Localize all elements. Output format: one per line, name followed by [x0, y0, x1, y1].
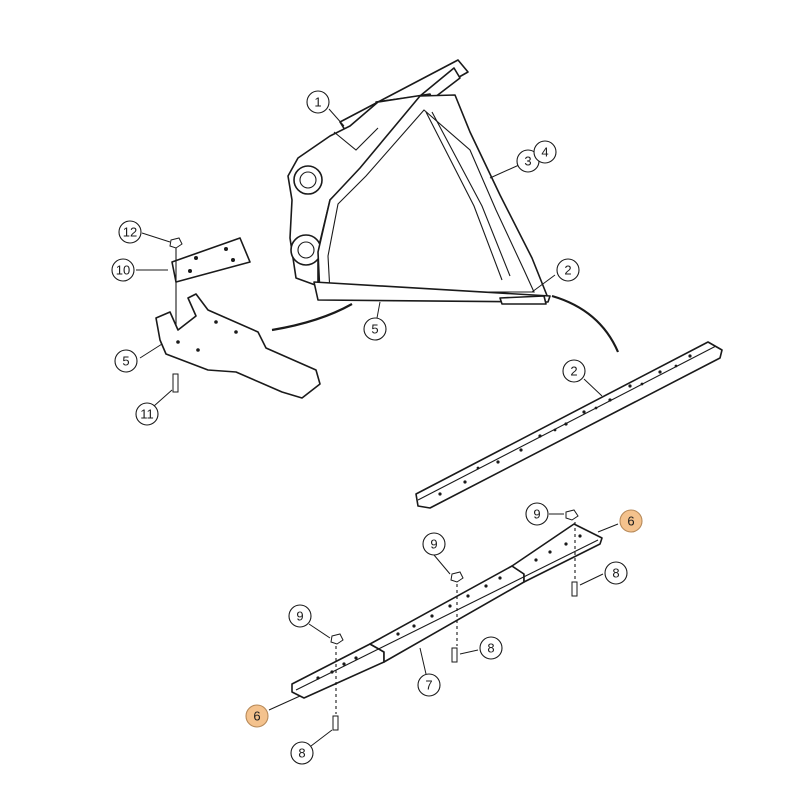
edge-holes: [316, 534, 582, 680]
callout-5-cutter[interactable]: 5: [114, 349, 138, 373]
svg-text:8: 8: [298, 746, 305, 761]
bolt-left: [332, 715, 339, 731]
callout-6-left[interactable]: 6: [245, 704, 269, 728]
svg-text:4: 4: [541, 145, 548, 160]
callout-6-right[interactable]: 6: [619, 509, 643, 533]
callout-2-bucket[interactable]: 2: [556, 258, 580, 282]
svg-text:9: 9: [296, 609, 303, 624]
svg-text:5: 5: [371, 322, 378, 337]
callout-9-center[interactable]: 9: [422, 532, 446, 556]
svg-text:8: 8: [487, 641, 494, 656]
cutting-edge-holes: [438, 354, 692, 496]
svg-text:9: 9: [430, 537, 437, 552]
callout-10[interactable]: 10: [111, 258, 135, 282]
svg-text:9: 9: [533, 507, 540, 522]
svg-text:7: 7: [425, 678, 432, 693]
svg-text:12: 12: [123, 225, 137, 240]
bucket-assembly: [287, 59, 551, 305]
svg-text:3: 3: [524, 154, 531, 169]
nut-center: [450, 571, 464, 583]
callout-11[interactable]: 11: [135, 402, 159, 426]
callout-8-center[interactable]: 8: [479, 636, 503, 660]
svg-text:6: 6: [627, 514, 634, 529]
bolt-on-edge: [291, 509, 603, 731]
detail-arc-right: [551, 294, 620, 353]
callout-5-bucket[interactable]: 5: [363, 317, 387, 341]
callout-balloons: 1 3 4 2 5 12 10 5: [111, 90, 643, 765]
callout-12[interactable]: 12: [118, 220, 142, 244]
nut-left: [330, 633, 344, 645]
side-cutter-assembly: [155, 237, 321, 399]
callout-9-right[interactable]: 9: [525, 502, 549, 526]
nut-right: [565, 509, 579, 521]
svg-text:1: 1: [314, 95, 321, 110]
svg-text:11: 11: [140, 407, 154, 422]
bolt-right: [571, 581, 578, 597]
svg-text:2: 2: [564, 263, 571, 278]
callout-2-strip[interactable]: 2: [562, 359, 586, 383]
callout-3[interactable]: 3: [516, 149, 540, 173]
svg-text:5: 5: [122, 354, 129, 369]
callout-4[interactable]: 4: [533, 140, 557, 164]
callout-1[interactable]: 1: [306, 90, 330, 114]
leader-lines: [136, 108, 619, 747]
callout-9-left[interactable]: 9: [288, 604, 312, 628]
detail-arc-left: [271, 303, 353, 332]
svg-text:10: 10: [116, 263, 130, 278]
callout-8-right[interactable]: 8: [604, 561, 628, 585]
bolt-center: [451, 647, 458, 663]
svg-text:6: 6: [253, 709, 260, 724]
cutting-edge-strip: [415, 341, 723, 509]
svg-text:8: 8: [612, 566, 619, 581]
callout-8-left[interactable]: 8: [290, 741, 314, 765]
svg-text:2: 2: [570, 364, 577, 379]
callout-7[interactable]: 7: [417, 673, 441, 697]
